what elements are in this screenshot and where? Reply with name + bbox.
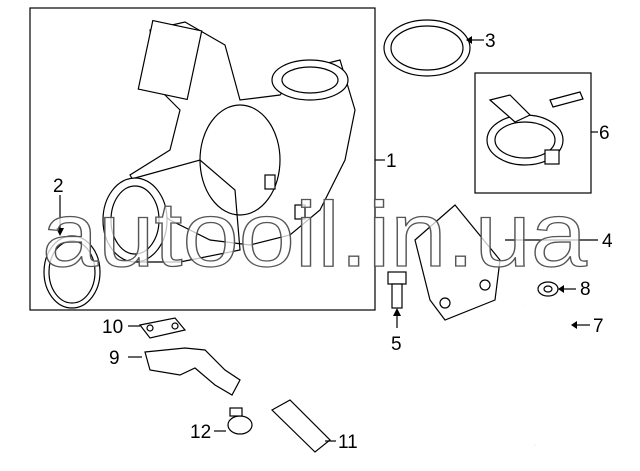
bolt-5: [387, 271, 407, 328]
callout-4: 4: [602, 231, 613, 252]
seal-ring: [383, 19, 471, 77]
callout-10: 10: [102, 317, 123, 338]
callout-3: 3: [485, 31, 496, 52]
callout-7: 7: [593, 316, 604, 337]
hose: [271, 399, 331, 453]
clamp-group-box: [474, 72, 592, 194]
callout-8: 8: [580, 279, 591, 300]
turbocharger-group-box: [29, 7, 376, 311]
hose-clamp: [227, 415, 253, 435]
callout-5: 5: [391, 334, 402, 355]
watermark: autooil.in.ua: [42, 184, 588, 286]
callout-2: 2: [53, 176, 64, 197]
callout-6: 6: [599, 123, 610, 144]
oil-return-pipe: [144, 347, 241, 396]
gasket-ring: [43, 235, 101, 309]
bracket: [414, 204, 501, 321]
callout-12: 12: [190, 422, 211, 443]
callout-1: 1: [386, 151, 397, 172]
bolt: [549, 91, 584, 108]
callout-11: 11: [338, 432, 358, 453]
turbocharger: [102, 19, 356, 263]
callout-9: 9: [109, 348, 120, 369]
